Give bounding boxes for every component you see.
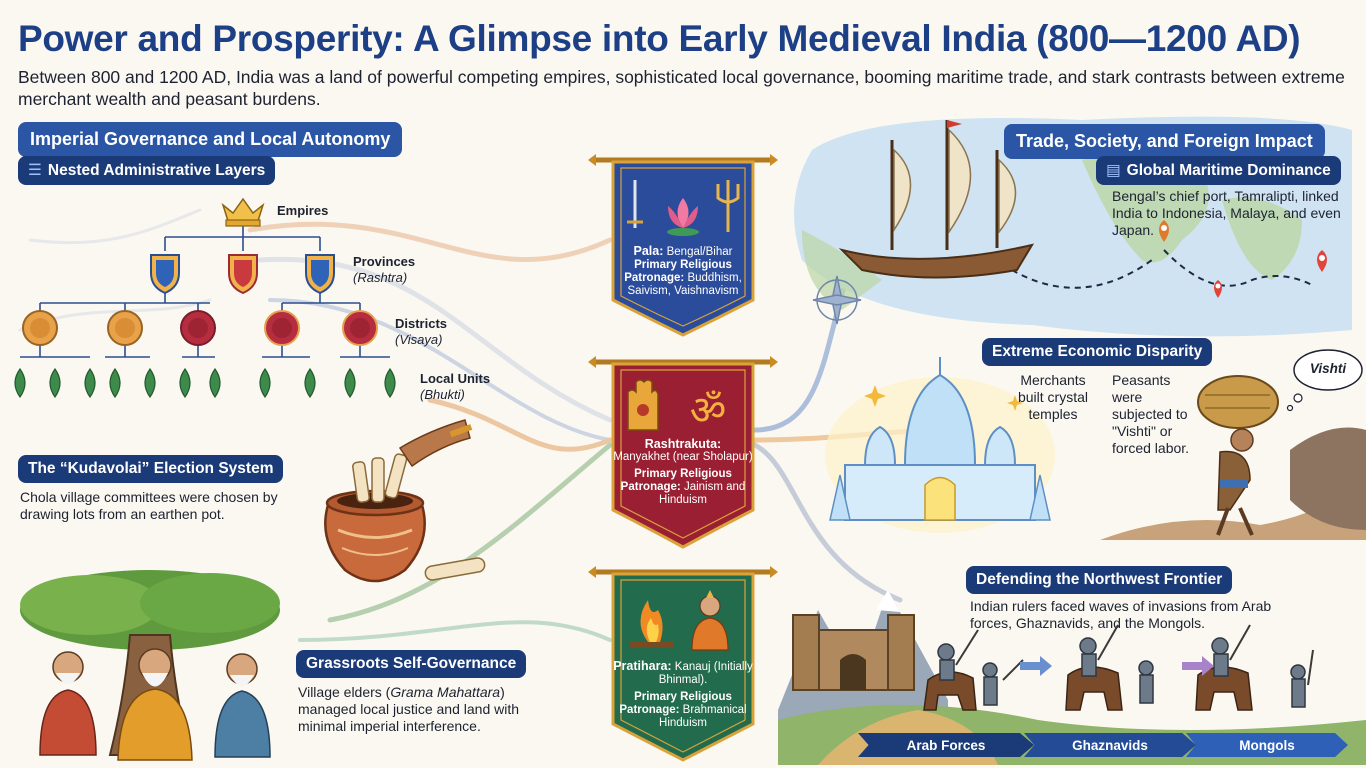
- crown-icon: [221, 197, 265, 227]
- page-title: Power and Prosperity: A Glimpse into Ear…: [18, 18, 1301, 59]
- banner-rashtrakuta-text: Rashtrakuta: Manyakhet (near Sholapur) P…: [613, 437, 753, 507]
- election-text: Chola village committees were chosen by …: [20, 489, 278, 522]
- map-pin-icon: [1317, 250, 1327, 272]
- banner-rashtrakuta: ॐ: [588, 356, 778, 549]
- banner-pratihara-text: Pratihara: Kanauj (Initially Bhinmal). P…: [613, 659, 753, 730]
- seal-icon: [107, 310, 143, 346]
- map-pin-icon: [1214, 280, 1222, 298]
- crystal-temple-illustration: [825, 357, 1055, 533]
- election-heading: The “Kudavolai” Election System: [18, 455, 284, 483]
- sacred-fire-icon: [630, 600, 674, 648]
- banner-pala: [588, 154, 778, 337]
- om-symbol-icon: ॐ: [690, 388, 726, 434]
- raised-hand-icon: [627, 379, 659, 431]
- leaf-icon: [14, 367, 396, 399]
- invasion-step-mongols: Mongols: [1186, 733, 1348, 757]
- banner-pratihara: [588, 566, 778, 762]
- section-imperial-governance: Imperial Governance and Local Autonomy: [18, 122, 403, 157]
- seal-icon: [180, 310, 216, 346]
- map-pin-icon: [1159, 220, 1169, 242]
- peasants-text: Peasants were subjected to "Vishti" or f…: [1112, 372, 1190, 456]
- shield-icon: [305, 254, 335, 295]
- seal-icon: [264, 310, 300, 346]
- village-elders-illustration: [20, 570, 280, 761]
- page-subtitle: Between 800 and 1200 AD, India was a lan…: [18, 67, 1345, 109]
- maritime-heading: ▤Global Maritime Dominance: [1096, 156, 1341, 185]
- fortress-icon: [792, 614, 915, 691]
- lotus-icon: [667, 198, 699, 236]
- sparkle-icon: [864, 385, 1023, 411]
- vishti-bubble-text: Vishti: [1309, 361, 1347, 376]
- sword-icon: [627, 180, 643, 228]
- admin-layers-heading: ☰ Nested Administrative Layers: [18, 156, 276, 185]
- earthen-pot-illustration: [324, 419, 486, 583]
- section-title: Imperial Governance and Local Autonomy: [18, 122, 403, 157]
- frontier-text: Indian rulers faced waves of invasions f…: [970, 598, 1272, 631]
- admin-layers-title: Nested Administrative Layers: [47, 162, 266, 179]
- admin-hierarchy-tree: [14, 197, 396, 399]
- ship-illustration: [838, 120, 1035, 279]
- seal-icon: [22, 310, 58, 346]
- merchants-text: Merchants built crystal temples: [1017, 372, 1089, 422]
- frontier-heading: Defending the Northwest Frontier: [966, 566, 1233, 594]
- layers-icon: ☰: [28, 162, 42, 179]
- bar-chart-icon: ▤: [1106, 162, 1121, 179]
- level-local-units: Local Units(Bhukti): [420, 371, 491, 402]
- seal-icon: [342, 310, 378, 346]
- arrow-right-icon: [1182, 656, 1214, 676]
- shield-icon: [150, 254, 180, 295]
- level-provinces: Provinces(Rashtra): [353, 254, 416, 285]
- trident-icon: [716, 180, 740, 232]
- invasion-step-arab: Arab Forces: [858, 733, 1034, 757]
- invasion-step-ghaznavids: Ghaznavids: [1024, 733, 1196, 757]
- peasant-labor-illustration: [1100, 349, 1366, 540]
- level-districts: Districts(Visaya): [395, 316, 448, 347]
- grassroots-text: Village elders (Grama Mahattara) managed…: [298, 684, 520, 734]
- deity-figure-icon: [691, 590, 729, 651]
- banner-pala-text: Pala: Bengal/Bihar Primary Religious Pat…: [624, 244, 742, 298]
- maritime-text: Bengal’s chief port, Tamralipti, linked …: [1112, 188, 1341, 238]
- grassroots-heading: Grassroots Self-Governance: [296, 650, 527, 678]
- disparity-heading: Extreme Economic Disparity: [982, 338, 1213, 366]
- arrow-right-icon: [1020, 656, 1052, 676]
- speech-bubble: [1286, 349, 1363, 412]
- level-empires: Empires: [277, 203, 329, 218]
- compass-icon: [812, 275, 862, 325]
- shield-icon: [228, 254, 258, 295]
- section-trade-society: Trade, Society, and Foreign Impact: [1004, 124, 1325, 159]
